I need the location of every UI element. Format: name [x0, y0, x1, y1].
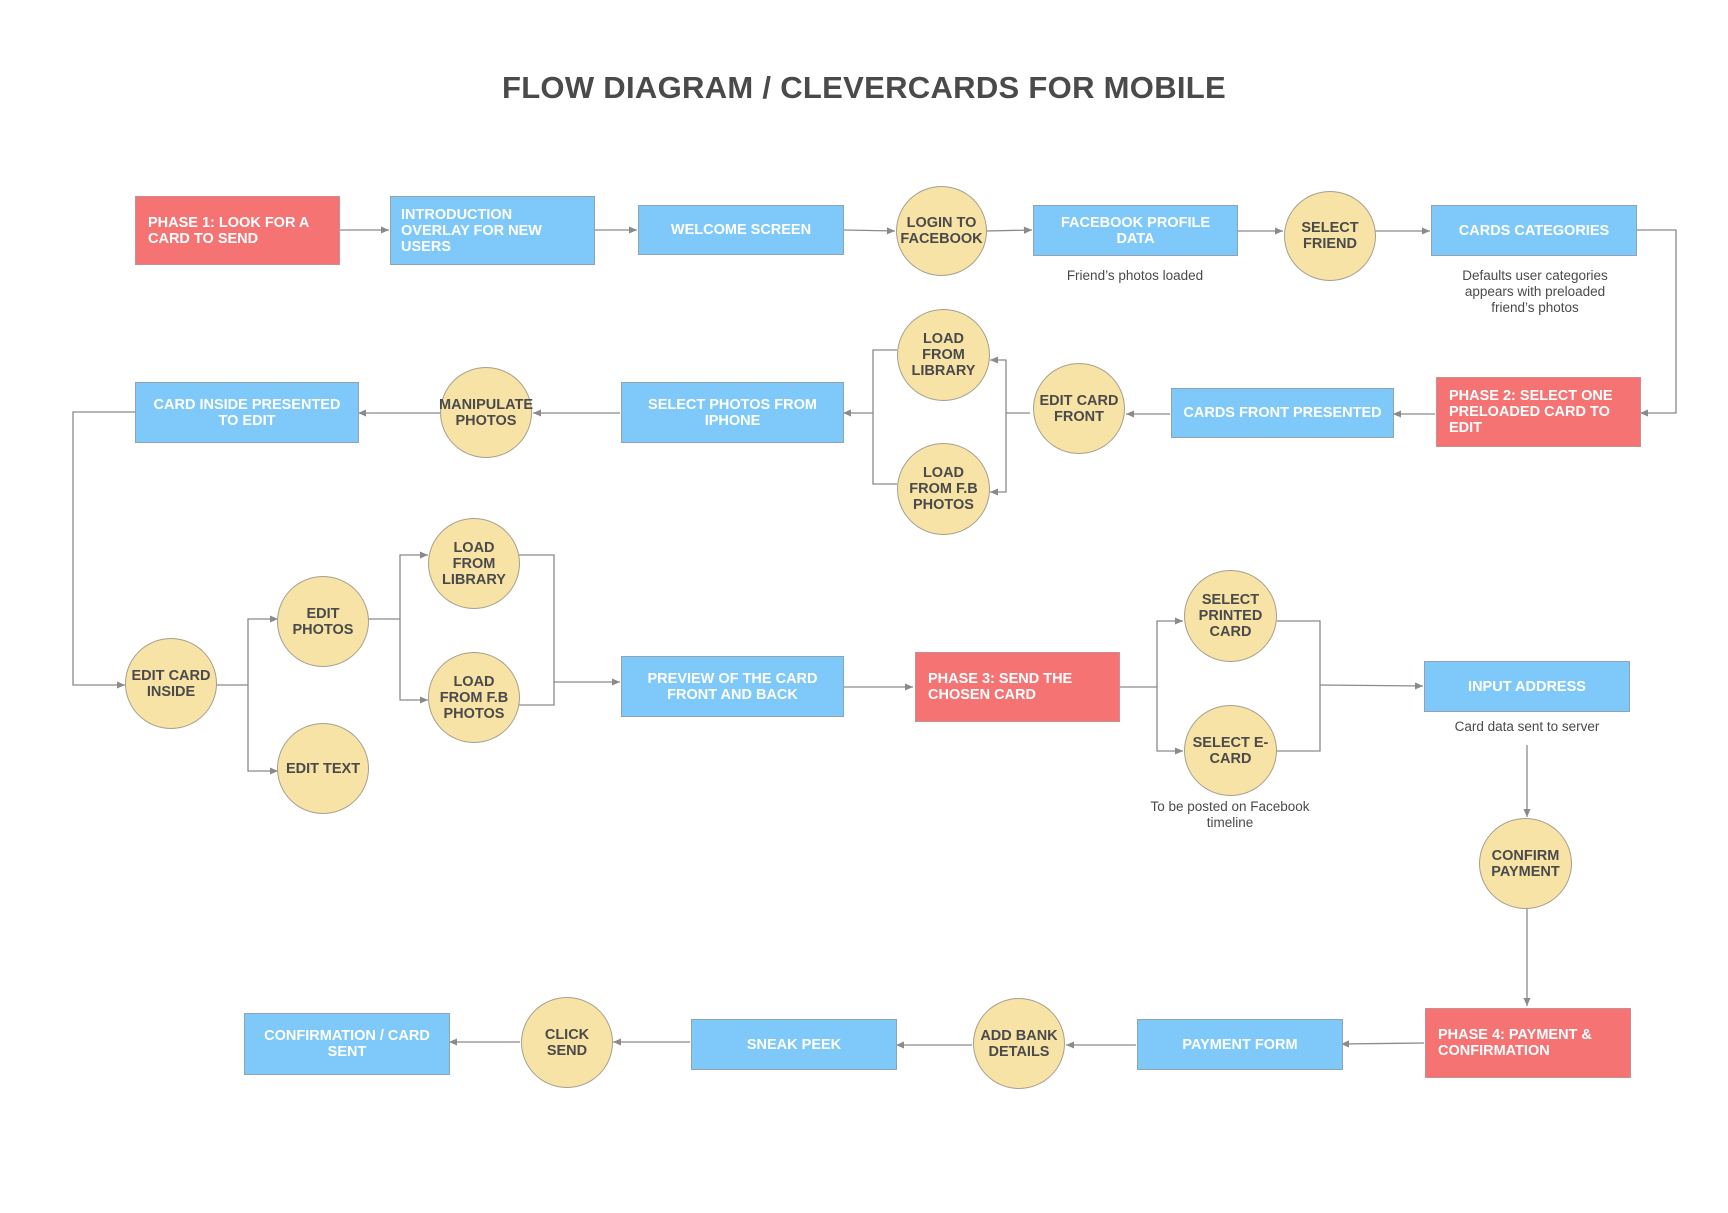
login-facebook-circle: LOGIN TO FACEBOOK [896, 186, 987, 276]
arrow-cardinside-to-editinside [72, 411, 135, 689]
load-from-fb-photos-2-circle: LOAD FROM F.B PHOTOS [428, 652, 520, 743]
arrow-editphotos-to-library [368, 551, 428, 620]
card-inside-presented-box: CARD INSIDE PRESENTED TO EDIT [135, 382, 359, 443]
phase-4-box: PHASE 4: PAYMENT & CONFIRMATION [1425, 1008, 1631, 1078]
click-send-circle: CLICK SEND [521, 997, 613, 1088]
sneak-peek-box: SNEAK PEEK [691, 1019, 897, 1070]
arrow-editfront-split-library [990, 356, 1030, 414]
intro-overlay-box: INTRODUCTION OVERLAY FOR NEW USERS [390, 196, 595, 265]
payment-form-box: PAYMENT FORM [1137, 1019, 1343, 1070]
load-from-library-circle: LOAD FROM LIBRARY [897, 309, 990, 401]
arrow-editinside-to-editphotos [216, 615, 278, 686]
facebook-profile-data-box: FACEBOOK PROFILE DATA [1033, 205, 1238, 256]
arrow-editfront-split-fb [990, 413, 1007, 496]
load-from-fb-photos-circle: LOAD FROM F.B PHOTOS [897, 443, 990, 535]
edit-card-front-circle: EDIT CARD FRONT [1033, 363, 1125, 454]
select-ecard-circle: SELECT E-CARD [1184, 705, 1277, 796]
arrow-phase3-to-ecard [1156, 687, 1183, 755]
select-friend-circle: SELECT FRIEND [1284, 191, 1376, 281]
welcome-screen-box: WELCOME SCREEN [638, 205, 844, 255]
edit-text-circle: EDIT TEXT [277, 723, 369, 814]
confirm-payment-circle: CONFIRM PAYMENT [1479, 818, 1572, 909]
preview-card-box: PREVIEW OF THE CARD FRONT AND BACK [621, 656, 844, 717]
add-bank-details-circle: ADD BANK DETAILS [973, 998, 1065, 1089]
arrow-phase4-to-paymentform [1340, 1040, 1425, 1048]
input-address-box: INPUT ADDRESS [1424, 661, 1630, 712]
arrow-phase3-to-printed [1119, 617, 1183, 688]
phase-2-box: PHASE 2: SELECT ONE PRELOADED CARD TO ED… [1436, 377, 1641, 447]
edit-photos-circle: EDIT PHOTOS [277, 576, 369, 667]
note-defaults-categories: Defaults user categories appears with pr… [1462, 268, 1608, 315]
load-from-library-2-circle: LOAD FROM LIBRARY [428, 518, 520, 609]
arrow-editphotos-to-fb [399, 619, 428, 704]
confirmation-card-sent-box: CONFIRMATION / CARD SENT [244, 1013, 450, 1075]
phase-3-box: PHASE 3: SEND THE CHOSEN CARD [915, 652, 1120, 722]
arrow-fb-to-preview [518, 682, 555, 706]
arrow-editinside-to-edittext [247, 685, 278, 775]
arrow-fb-to-iphone [872, 413, 897, 485]
cards-categories-box: CARDS CATEGORIES [1431, 205, 1637, 256]
select-printed-card-circle: SELECT PRINTED CARD [1184, 570, 1277, 662]
note-posted-facebook: To be posted on Facebook timeline [1150, 799, 1310, 830]
arrow-categories-to-phase2 [1636, 229, 1677, 417]
note-friends-photos: Friend’s photos loaded [1066, 268, 1204, 283]
arrow-library-to-iphone [843, 349, 897, 417]
manipulate-photos-circle: MANIPULATE PHOTOS [439, 367, 533, 458]
phase-1-box: PHASE 1: LOOK FOR A CARD TO SEND [135, 196, 340, 265]
note-card-data-server: Card data sent to server [1454, 719, 1600, 734]
arrow-merge-to-address [1319, 682, 1424, 690]
select-photos-iphone-box: SELECT PHOTOS FROM IPHONE [621, 382, 844, 443]
arrow-library-to-preview [518, 554, 620, 686]
edit-card-inside-circle: EDIT CARD INSIDE [125, 638, 217, 729]
arrow-login-to-fbprofile [985, 226, 1033, 234]
diagram-title: FLOW DIAGRAM / CLEVERCARDS FOR MOBILE [501, 70, 1227, 105]
arrow-printed-to-address [1277, 620, 1321, 752]
cards-front-presented-box: CARDS FRONT PRESENTED [1171, 388, 1394, 438]
arrow-welcome-to-login [842, 227, 896, 235]
